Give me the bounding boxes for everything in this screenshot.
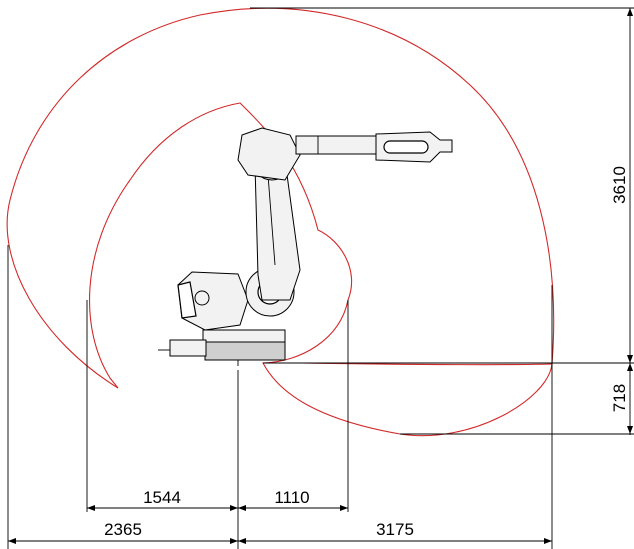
dim-inner-right: 1110 [274,488,309,507]
robot-upper-housing [237,127,301,181]
robot-illustration [158,127,453,361]
robot-lower-arm [254,159,301,301]
robot-forearm [295,135,377,155]
robot-base-top [202,329,286,343]
outer-envelope-curve [262,362,553,437]
inner-reach-arc [89,102,353,389]
dim-inner-left: 1544 [143,488,181,507]
dim-outer-left: 2365 [104,520,142,539]
outer-reach-arc [6,7,555,389]
robot-base-plate [204,339,286,361]
dim-below-base: 718 [610,384,629,412]
robot-motor-front [177,281,197,319]
dim-reach-height: 3610 [610,166,629,204]
dimension-lines [7,7,634,549]
working-envelope [6,7,555,437]
robot-base-connector [169,339,207,357]
dim-outer-right: 3175 [376,520,414,539]
